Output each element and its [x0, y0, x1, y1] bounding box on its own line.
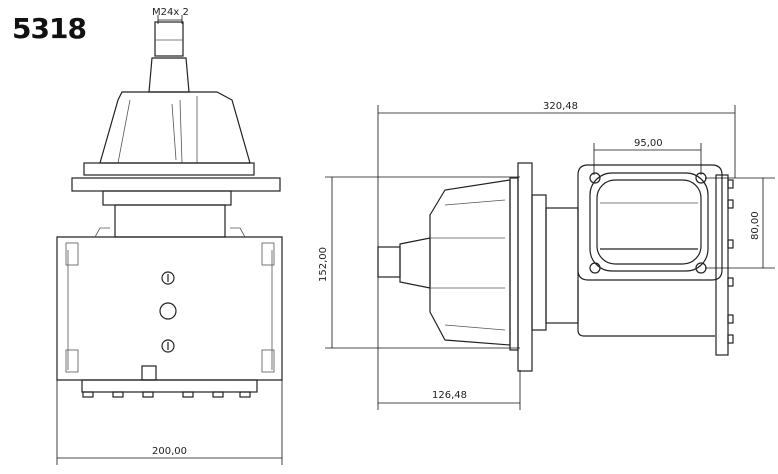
outlet-flange — [577, 164, 723, 281]
width-dimension: 200,00 — [152, 446, 187, 457]
side-end-plate — [715, 174, 729, 356]
drawing-number: 5318 — [12, 12, 87, 45]
side-view: 320,48 152,00 126,48 95,00 80,00 — [318, 101, 775, 410]
gearbox-body — [56, 236, 283, 381]
outlet-port-inner — [596, 179, 702, 265]
center-boss — [159, 302, 177, 320]
bolt-spacing-horizontal: 95,00 — [634, 138, 663, 149]
side-housing — [429, 179, 511, 346]
gear-housing — [99, 91, 251, 164]
bottom-flange — [81, 379, 258, 393]
bolt-spacing-vertical: 80,00 — [750, 211, 761, 240]
overall-length-dimension: 320,48 — [543, 101, 578, 112]
front-view: M24x 2 200,00 — [56, 7, 283, 465]
shaft-to-flange-dimension: 126,48 — [432, 390, 467, 401]
thread-dimension: M24x 2 — [152, 7, 189, 18]
plug-bottom — [161, 339, 175, 353]
housing-ring — [83, 162, 255, 176]
threaded-shaft — [154, 21, 184, 57]
plug-top — [161, 271, 175, 285]
outlet-port-outer — [589, 172, 709, 272]
height-dimension: 152,00 — [318, 247, 329, 282]
side-flange — [517, 162, 533, 372]
side-shaft — [377, 246, 401, 278]
base-plate — [71, 177, 281, 192]
shaft-cone — [148, 57, 190, 93]
